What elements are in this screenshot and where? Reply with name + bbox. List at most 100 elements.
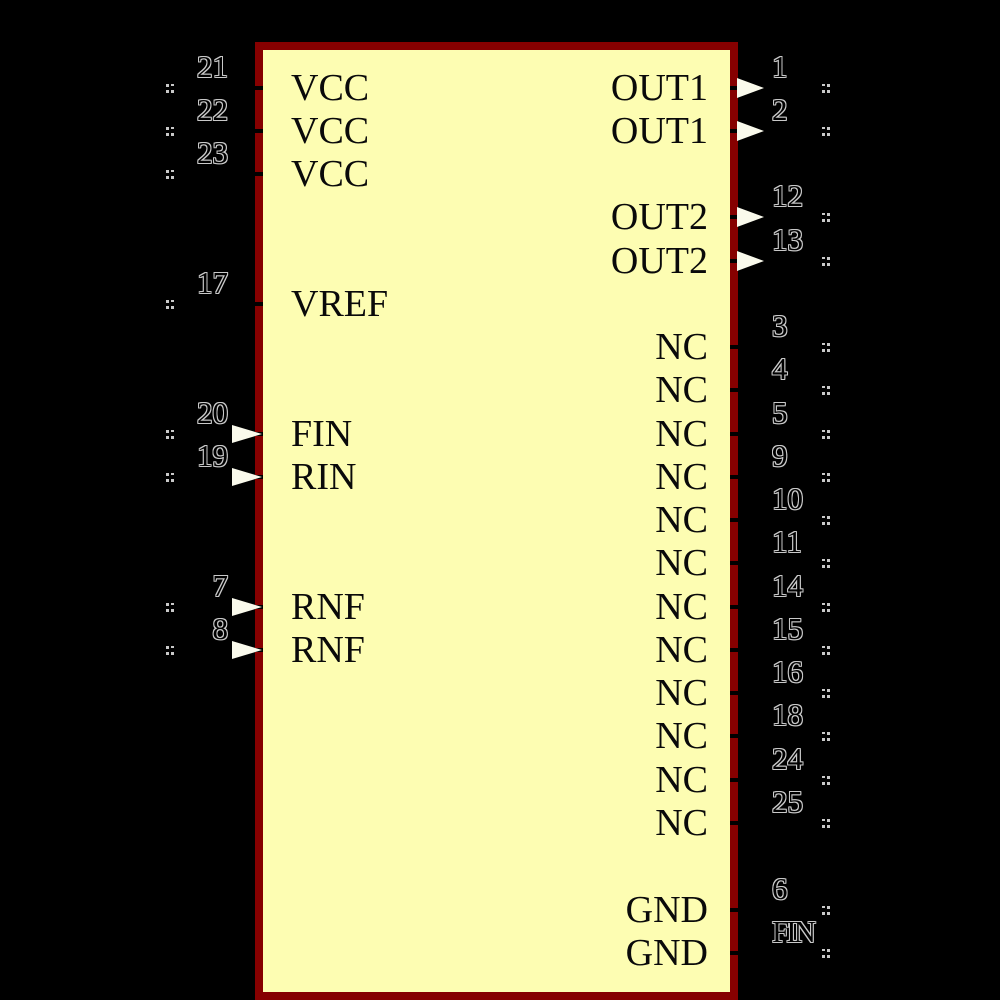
pin-end-marker [822,257,825,260]
pin-wire [730,388,825,392]
pin-end-marker [822,343,825,346]
pin-name-label: NC [655,369,708,411]
pin-number: 16 [772,654,803,689]
pin-number: 3 [772,308,788,343]
pin-name-label: RNF [291,629,365,671]
pin-end-marker [166,646,169,649]
pin-wire [730,475,825,479]
pin-end-marker [822,906,825,909]
pin-wire [730,821,825,825]
pin-wire [730,345,825,349]
input-arrow-icon [232,468,262,486]
pin-number: 13 [772,222,803,257]
pin-name-label: NC [655,413,708,455]
pin-name-label: NC [655,499,708,541]
output-arrow-icon [737,78,764,98]
pin-name-label: RIN [291,456,357,498]
pin-end-marker [822,732,825,735]
pin-name-label: VCC [291,67,370,109]
pin-name-label: NC [655,586,708,628]
pin-wire [170,605,263,609]
output-arrow-icon [737,207,764,227]
pin-name-label: GND [625,889,708,931]
output-arrow-icon [737,121,764,141]
pin-end-marker [822,559,825,562]
pin-name-label: OUT2 [610,240,708,282]
pin-wire [730,432,825,436]
pin-end-marker [822,386,825,389]
pin-number: 20 [197,395,228,430]
pin-wire [730,518,825,522]
pin-name-label: VREF [291,283,389,325]
pin-number: 17 [197,265,228,300]
pin-name-label: NC [655,629,708,671]
pin-number: 18 [772,697,803,732]
pin-end-marker [166,430,169,433]
pin-number: 8 [212,611,229,646]
component-body [255,42,738,1000]
pin-number: 21 [197,49,228,84]
pin-end-marker [166,84,169,87]
pin-end-marker [822,516,825,519]
pin-number: 19 [197,438,228,473]
pin-wire [730,778,825,782]
pin-wire [730,259,825,263]
pin-wire [170,648,263,652]
pin-wire [730,86,825,90]
pin-number: 24 [772,741,803,776]
pin-wire [730,951,825,955]
pin-wire [170,475,263,479]
pin-end-marker [822,84,825,87]
pin-end-marker [822,949,825,952]
pin-number: 22 [197,92,228,127]
pin-wire [730,129,825,133]
pin-name-label: NC [655,715,708,757]
pin-number: FIN [772,914,816,949]
pin-wire [730,648,825,652]
pin-name-label: NC [655,326,708,368]
pin-number: 11 [772,524,802,559]
pin-wire [730,691,825,695]
pin-number: 9 [772,438,788,473]
input-arrow-icon [232,641,262,659]
pin-end-marker [822,473,825,476]
pin-name-label: NC [655,759,708,801]
pin-end-marker [166,127,169,130]
pin-number: 7 [212,568,229,603]
pin-end-marker [822,213,825,216]
pin-end-marker [822,819,825,822]
pin-number: 25 [772,784,803,819]
pin-end-marker [166,170,169,173]
pin-name-label: GND [625,932,708,974]
pin-number: 2 [772,92,788,127]
pin-end-marker [822,689,825,692]
pin-number: 15 [772,611,803,646]
input-arrow-icon [232,425,262,443]
pin-wire [170,172,263,176]
pin-name-label: NC [655,542,708,584]
pin-end-marker [822,776,825,779]
pin-end-marker [166,603,169,606]
pin-wire [170,129,263,133]
pin-number: 23 [197,135,228,170]
pin-wire [170,302,263,306]
pin-wire [730,561,825,565]
pin-end-marker [822,430,825,433]
pin-name-label: FIN [291,413,353,455]
pin-end-marker [166,300,169,303]
input-arrow-icon [232,598,262,616]
pin-wire [730,605,825,609]
pin-end-marker [822,603,825,606]
pin-name-label: VCC [291,153,370,195]
pin-number: 6 [772,871,788,906]
output-arrow-icon [737,251,764,271]
pin-number: 10 [772,481,803,516]
pin-name-label: VCC [291,110,370,152]
pin-number: 14 [772,568,803,603]
pin-number: 4 [772,351,788,386]
pin-name-label: NC [655,802,708,844]
pin-name-label: NC [655,456,708,498]
pin-name-label: NC [655,672,708,714]
pin-number: 12 [772,178,803,213]
pin-number: 1 [772,49,788,84]
